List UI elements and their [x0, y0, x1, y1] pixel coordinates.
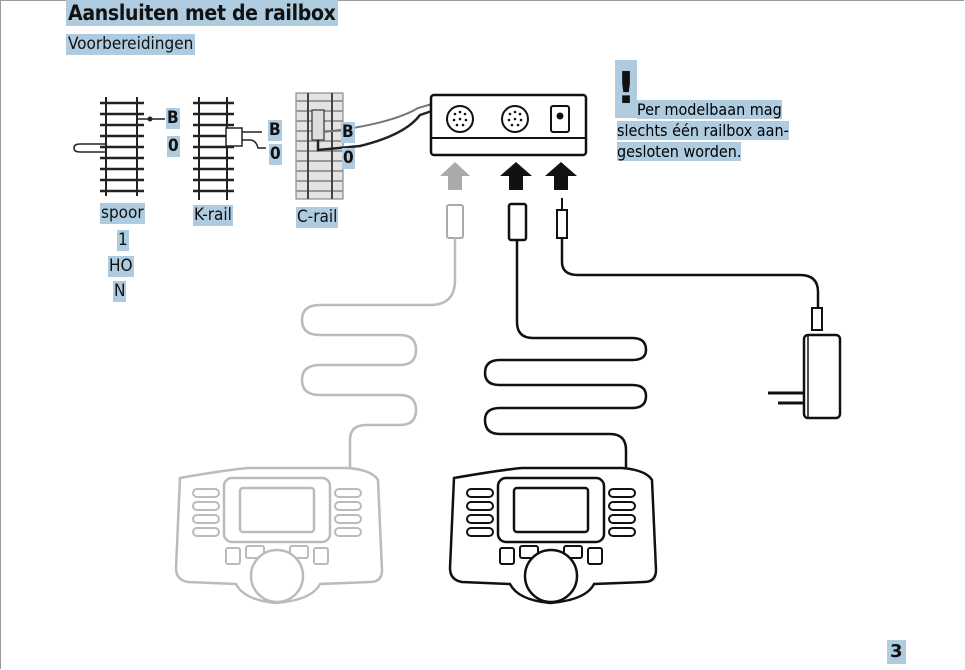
spoor-0-label: 0	[167, 136, 180, 157]
pin-plug	[556, 209, 568, 239]
railbox-illustration	[429, 93, 588, 157]
crail-label: C-rail	[296, 207, 339, 228]
crail-0-label: 0	[342, 148, 355, 169]
note-line-2: slechts één railbox aan-	[617, 121, 789, 140]
krail-0-label: 0	[269, 144, 282, 165]
power-cable	[560, 238, 820, 310]
arrow-up-dark	[500, 162, 532, 190]
plug-dark	[507, 202, 528, 242]
krail-label: K-rail	[193, 205, 233, 226]
spoor-1-label: 1	[117, 230, 129, 251]
note-line-3: gesloten worden.	[617, 142, 742, 161]
exclamation-icon: !	[615, 60, 637, 118]
cable-dark	[483, 240, 648, 475]
krail-track-illustration	[193, 97, 266, 200]
arrow-up-faded	[440, 162, 470, 190]
page-subtitle: Voorbereidingen	[66, 34, 196, 55]
railbox-note: Per modelbaan mag slechts één railbox aa…	[617, 99, 817, 162]
krail-b-label: B	[268, 120, 282, 141]
page-number: 3	[887, 640, 906, 664]
power-adapter-illustration	[768, 307, 842, 420]
plug-faded	[446, 204, 464, 239]
page-title: Aansluiten met de railbox	[66, 0, 338, 26]
crail-track-illustration	[295, 92, 344, 200]
spoor-track-illustration	[73, 97, 165, 196]
spoor-b-label: B	[166, 108, 180, 129]
spoor-ho-label: HO	[108, 256, 134, 277]
cable-faded	[300, 238, 457, 470]
note-line-1: Per modelbaan mag	[637, 100, 782, 119]
spoor-label: spoor	[100, 203, 145, 224]
controller-faded	[174, 466, 384, 605]
crail-b-label: B	[341, 122, 355, 143]
controller-dark	[448, 466, 658, 605]
spoor-n-label: N	[113, 281, 127, 302]
arrow-up-dark-2	[545, 162, 577, 190]
